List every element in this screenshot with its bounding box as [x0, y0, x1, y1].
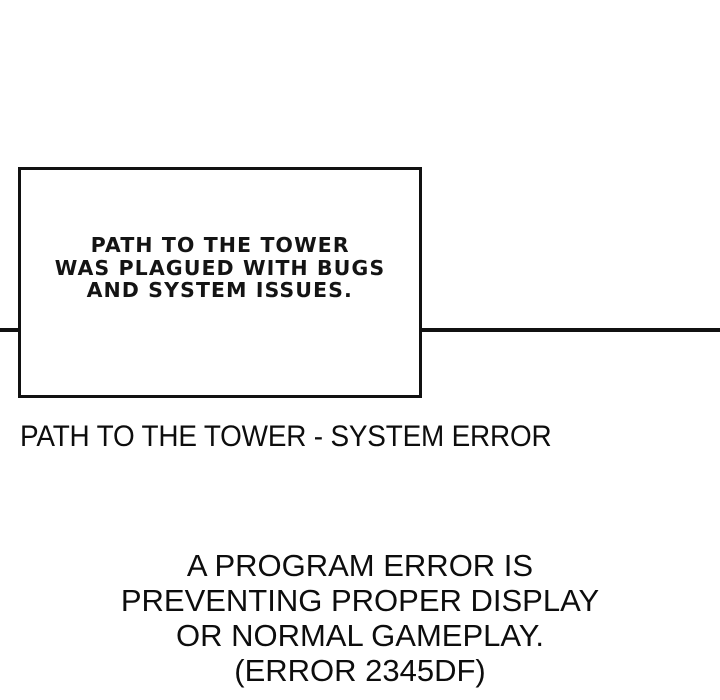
speech-bubble-text: PATH TO THE TOWER WAS PLAGUED WITH BUGS … [54, 233, 386, 302]
error-code-line: (ERROR 2345DF) [234, 653, 486, 688]
speech-bubble: PATH TO THE TOWER WAS PLAGUED WITH BUGS … [18, 167, 422, 398]
error-message-block: A PROGRAM ERROR IS PREVENTING PROPER DIS… [0, 548, 720, 688]
error-message-line-1: A PROGRAM ERROR IS [186, 548, 534, 583]
horizontal-rail-right [420, 328, 720, 332]
horizontal-rail-left [0, 328, 22, 332]
page-title: PATH TO THE TOWER - SYSTEM ERROR [20, 420, 552, 453]
error-message-line-2: PREVENTING PROPER DISPLAY [120, 583, 600, 618]
error-message-line-3: OR NORMAL GAMEPLAY. [175, 618, 545, 653]
